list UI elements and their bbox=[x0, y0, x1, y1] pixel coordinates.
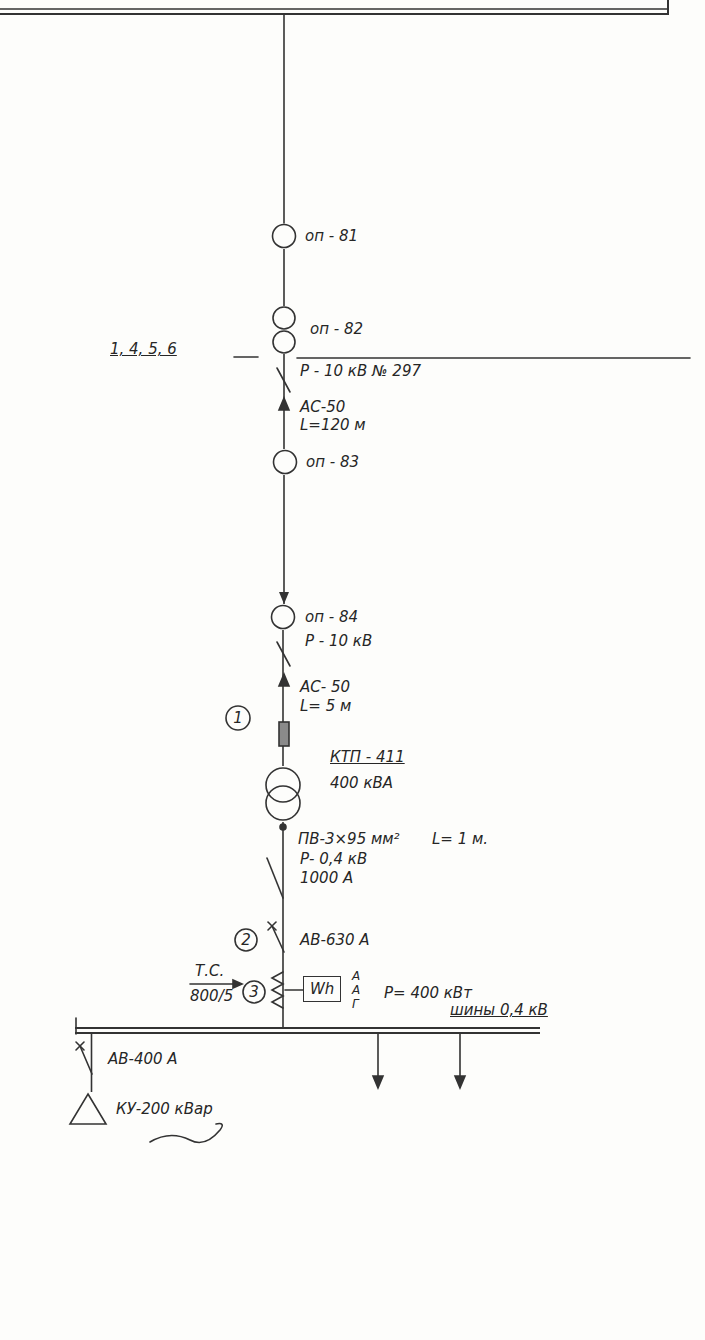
meter-wire bbox=[285, 989, 303, 991]
bus-line bbox=[75, 1032, 540, 1034]
pole-symbol: оп - 84 bbox=[270, 604, 296, 630]
note-label: L= 5 м bbox=[300, 697, 351, 715]
note-label: ПВ-3×95 мм² bbox=[298, 830, 400, 848]
note-label: А bbox=[352, 969, 360, 983]
note-label: АС- 50 bbox=[300, 678, 350, 696]
callout-number: 3 bbox=[242, 983, 266, 1001]
capacitor-bank-symbol: КУ-200 кВар bbox=[68, 1092, 108, 1126]
pole-symbol: оп - 82 bbox=[272, 306, 296, 354]
leader-dash bbox=[234, 356, 258, 358]
fuse-symbol bbox=[279, 722, 289, 746]
node-label: КУ-200 кВар bbox=[116, 1100, 213, 1118]
drive-arrow bbox=[279, 674, 289, 686]
callout-circle bbox=[235, 929, 257, 951]
connector-line bbox=[283, 475, 285, 604]
note-label: Р - 10 кВ № 297 bbox=[300, 362, 421, 380]
current-transformer-symbol bbox=[272, 972, 283, 1008]
winding-circle bbox=[266, 786, 300, 820]
shape-outline bbox=[68, 1092, 108, 1126]
breaker-symbol bbox=[268, 922, 276, 930]
node-label: шины 0,4 кВ bbox=[450, 1001, 548, 1019]
connector bbox=[284, 249, 285, 306]
feeder-wire bbox=[283, 14, 285, 223]
note-label: L= 1 м. bbox=[432, 830, 488, 848]
arrowhead bbox=[279, 592, 289, 604]
transformer-symbol: КТП - 411400 кВА bbox=[255, 766, 311, 822]
pole-symbol: оп - 83 bbox=[272, 449, 298, 475]
top-busbar bbox=[0, 0, 668, 14]
note-label: Т.С. bbox=[195, 962, 224, 980]
scribble bbox=[150, 1124, 222, 1143]
disconnector-symbol bbox=[277, 642, 290, 666]
pole-circle bbox=[274, 451, 297, 474]
connector bbox=[91, 1034, 92, 1092]
leader-arrow bbox=[233, 980, 242, 988]
shape-outline bbox=[272, 306, 296, 354]
node-label: оп - 84 bbox=[305, 608, 358, 626]
outgoing-feeder bbox=[377, 1034, 379, 1078]
pole-circle bbox=[272, 606, 295, 629]
note-label: 1000 А bbox=[300, 869, 353, 887]
breaker-symbol bbox=[80, 1046, 92, 1074]
node-label: Wh bbox=[310, 980, 334, 998]
disconnector-symbol bbox=[277, 368, 290, 392]
note-label: АС-50 bbox=[300, 398, 345, 416]
note-label: Р- 0,4 кВ bbox=[300, 850, 367, 868]
callout-circle bbox=[226, 706, 250, 730]
note-label: А bbox=[352, 983, 360, 997]
disconnector-symbol bbox=[267, 858, 283, 898]
meter-box: Wh bbox=[303, 976, 341, 1002]
shape-outline bbox=[255, 766, 311, 822]
note-label: АВ-400 А bbox=[108, 1050, 178, 1068]
terminal-dot bbox=[280, 824, 286, 830]
pole-circle bbox=[273, 331, 295, 353]
note-label: АВ-630 А bbox=[300, 931, 370, 949]
note-label: Р - 10 кВ bbox=[305, 632, 372, 650]
line-mark bbox=[297, 357, 690, 359]
note-label: 1, 4, 5, 6 bbox=[110, 340, 177, 358]
winding-circle bbox=[266, 768, 300, 802]
pole-circle bbox=[273, 307, 295, 329]
callout-number: 1 bbox=[226, 709, 250, 727]
note-label: Г bbox=[352, 997, 359, 1011]
pole-symbol: оп - 81 bbox=[271, 223, 297, 249]
fraction-bar bbox=[190, 983, 236, 985]
callout-circle bbox=[243, 981, 265, 1003]
bus-end bbox=[75, 1018, 77, 1034]
note-label: L=120 м bbox=[300, 416, 366, 434]
breaker-symbol bbox=[76, 1042, 84, 1050]
connector bbox=[279, 475, 289, 604]
feeder-arrow bbox=[455, 1076, 465, 1088]
shape-outline bbox=[271, 223, 297, 249]
node-label: 400 кВА bbox=[330, 774, 393, 792]
note-label: Р= 400 кВт bbox=[384, 984, 472, 1002]
pole-circle bbox=[273, 225, 296, 248]
busbar: шины 0,4 кВ bbox=[75, 1027, 540, 1034]
breaker-symbol bbox=[76, 1042, 84, 1050]
delta-triangle bbox=[70, 1094, 106, 1124]
note-label: 800/5 bbox=[190, 987, 233, 1005]
callout-number: 2 bbox=[234, 931, 258, 949]
shape-outline bbox=[272, 449, 298, 475]
connector-line bbox=[283, 249, 285, 306]
feeder-arrow bbox=[373, 1076, 383, 1088]
node-label: оп - 82 bbox=[310, 320, 363, 338]
node-label: КТП - 411 bbox=[330, 748, 405, 766]
drive-arrow bbox=[279, 398, 289, 410]
shape-outline bbox=[75, 1027, 540, 1034]
breaker-symbol bbox=[268, 922, 276, 930]
node-label: оп - 81 bbox=[305, 227, 358, 245]
node-label: оп - 83 bbox=[306, 453, 359, 471]
connector-line bbox=[91, 1034, 93, 1092]
shape-outline bbox=[270, 604, 296, 630]
outgoing-feeder bbox=[459, 1034, 461, 1078]
bus-line bbox=[75, 1027, 540, 1029]
top-busbar bbox=[0, 8, 668, 10]
breaker-symbol bbox=[272, 926, 284, 952]
